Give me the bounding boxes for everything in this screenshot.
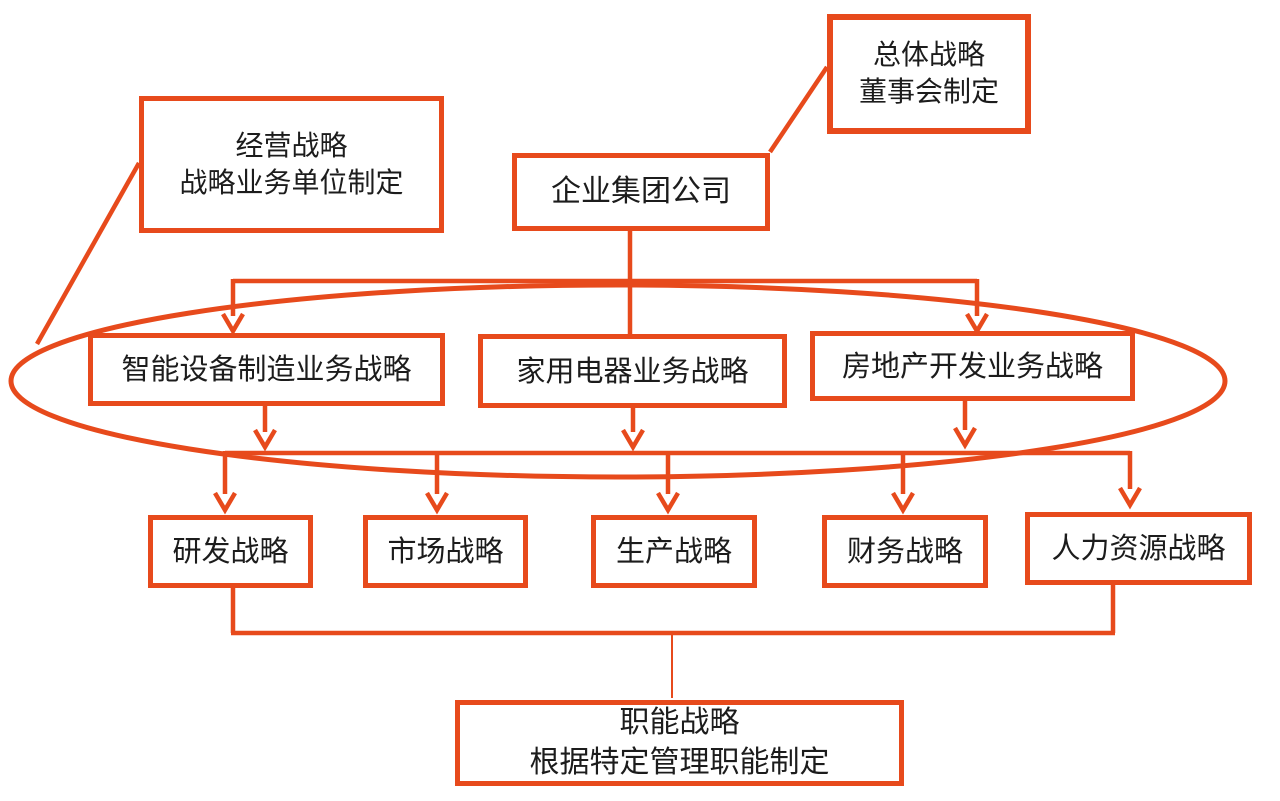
node-label: 战略业务单位制定	[179, 165, 404, 199]
node-functional-strategy: 职能战略根据特定管理职能制定	[455, 700, 904, 786]
arrowhead-down-icon	[953, 426, 977, 450]
arrowhead-down-icon	[253, 428, 277, 452]
node-text: 职能战略根据特定管理职能制定	[460, 703, 899, 782]
arrowhead-down-icon	[891, 491, 915, 515]
node-label: 研发战略	[172, 534, 289, 569]
node-label: 人力资源战略	[1051, 531, 1226, 566]
node-label: 董事会制定	[858, 75, 999, 108]
node-text: 房地产开发业务战略	[815, 347, 1130, 385]
arrowhead-down-icon	[213, 491, 237, 515]
node-label: 生产战略	[615, 534, 732, 569]
node-label: 经营战略	[235, 128, 348, 162]
node-text: 家用电器业务战略	[483, 352, 782, 390]
node-production-strategy: 生产战略	[591, 515, 757, 588]
node-text: 生产战略	[596, 532, 752, 570]
node-finance-strategy: 财务战略	[822, 515, 988, 588]
node-text: 研发战略	[153, 532, 308, 570]
node-text: 总体战略董事会制定	[833, 37, 1025, 111]
arrowhead-down-icon	[656, 491, 680, 515]
node-label: 市场战略	[387, 534, 504, 569]
node-text: 企业集团公司	[517, 172, 765, 212]
sbu-grouping-ellipse	[8, 282, 1228, 480]
node-label: 职能战略	[619, 705, 740, 741]
node-overall-strategy: 总体战略董事会制定	[827, 14, 1031, 134]
node-label: 企业集团公司	[551, 174, 731, 210]
arrowhead-down-icon	[425, 491, 449, 515]
node-smart-equipment: 智能设备制造业务战略	[88, 333, 445, 406]
node-label: 根据特定管理职能制定	[529, 745, 830, 780]
node-label: 智能设备制造业务战略	[121, 352, 412, 387]
node-label: 家用电器业务战略	[516, 353, 749, 388]
node-business-strategy: 经营战略战略业务单位制定	[139, 96, 444, 233]
connector-line	[768, 65, 829, 154]
node-rd-strategy: 研发战略	[148, 515, 313, 588]
arrowhead-down-icon	[965, 312, 989, 336]
node-text: 智能设备制造业务战略	[93, 350, 440, 388]
node-real-estate: 房地产开发业务战略	[810, 331, 1135, 401]
node-label: 总体战略	[872, 38, 985, 72]
arrowhead-down-icon	[221, 312, 245, 336]
connector-line	[35, 161, 141, 346]
node-hr-strategy: 人力资源战略	[1025, 512, 1252, 585]
node-group-company: 企业集团公司	[512, 153, 770, 231]
node-text: 市场战略	[368, 532, 523, 570]
node-market-strategy: 市场战略	[363, 515, 528, 588]
node-text: 财务战略	[827, 532, 983, 570]
arrowhead-down-icon	[1118, 486, 1142, 510]
arrowhead-down-icon	[621, 428, 645, 452]
node-label: 房地产开发业务战略	[841, 348, 1103, 383]
node-home-appliance: 家用电器业务战略	[478, 334, 787, 408]
node-text: 经营战略战略业务单位制定	[144, 128, 439, 202]
node-text: 人力资源战略	[1030, 529, 1247, 567]
node-label: 财务战略	[846, 534, 963, 569]
